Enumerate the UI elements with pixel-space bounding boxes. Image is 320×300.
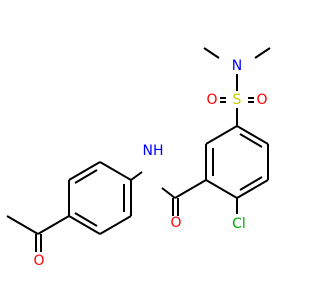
bond-methyl2-n xyxy=(254,47,271,59)
atom-label-o-ketone: O xyxy=(33,253,44,269)
bond-ring-acetyl xyxy=(37,215,70,235)
atom-label-cl: Cl xyxy=(232,216,246,232)
atom-label-n-dimethyl: N xyxy=(232,58,242,74)
bond-methyl1-n xyxy=(203,47,220,59)
bond-ring1-d xyxy=(205,179,238,199)
bond-ring1-inner1 xyxy=(239,133,263,148)
atom-label-nh: NH xyxy=(143,143,164,159)
atom-label-o-amide: O xyxy=(170,215,181,231)
bond-acetyl-methyl xyxy=(6,215,39,235)
bond-ring2-a xyxy=(99,161,132,181)
bond-ring-carbonyl xyxy=(174,179,207,199)
bond-ring1-c xyxy=(236,179,269,199)
atom-labels: N S O O NH O Cl O xyxy=(33,58,267,269)
atom-label-o-sulfonyl-left: O xyxy=(206,92,217,108)
bond-ring1-f xyxy=(205,125,238,145)
bond-ring2-e xyxy=(99,215,132,235)
bond-nh-ring xyxy=(130,171,143,181)
bond-ring2-b xyxy=(68,161,101,181)
bond-ring2-d xyxy=(68,215,101,235)
molecule-structure: N S O O NH O Cl O xyxy=(6,47,271,269)
bond-ring1-inner2 xyxy=(239,176,263,191)
bond-carbonyl-nh xyxy=(161,187,176,199)
bond-ring2-inner2 xyxy=(74,212,98,227)
bond-ring1-a xyxy=(236,125,269,145)
atom-label-o-sulfonyl-right: O xyxy=(256,92,267,108)
atom-label-s: S xyxy=(233,92,242,108)
bonds xyxy=(6,47,271,252)
bond-ring2-inner1 xyxy=(74,169,98,184)
